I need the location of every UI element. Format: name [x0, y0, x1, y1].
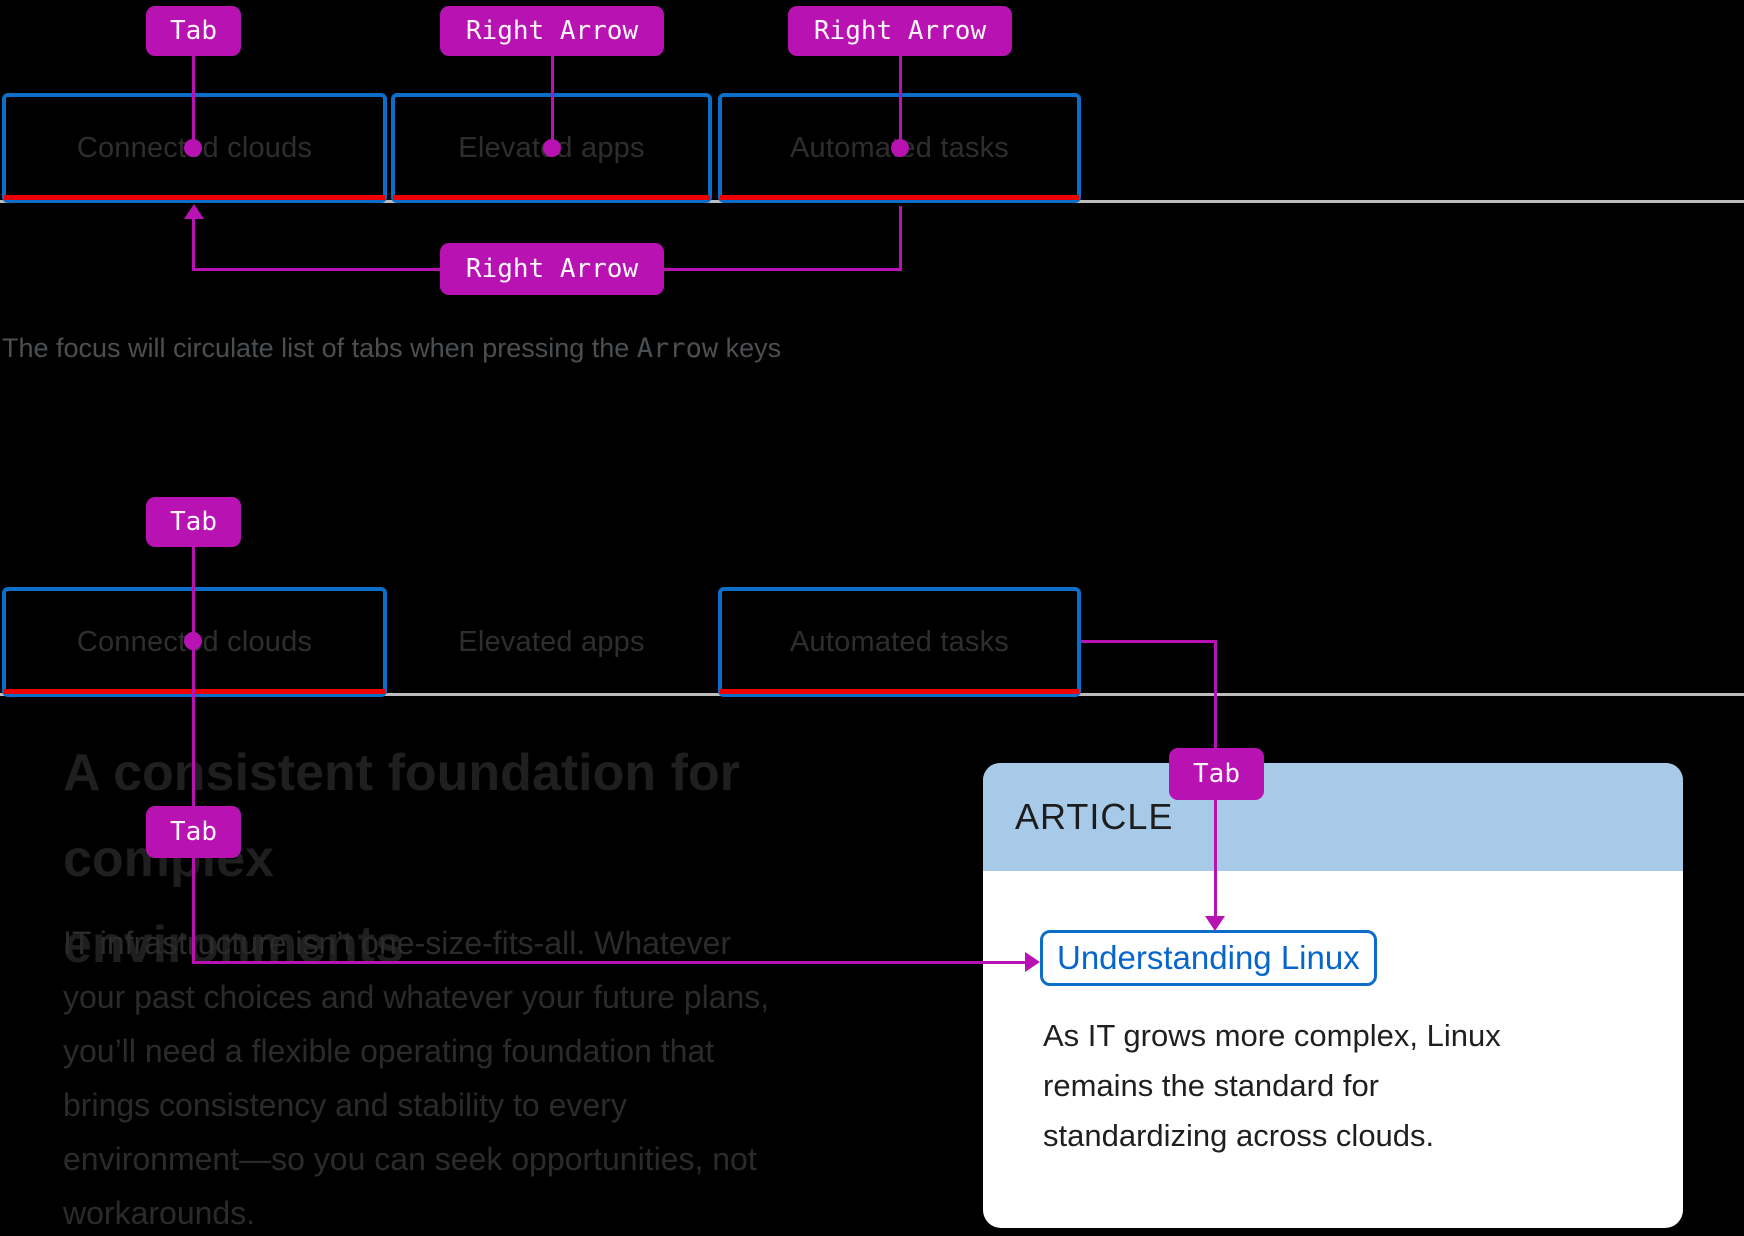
tab-automated-tasks[interactable]: Automated tasks	[718, 587, 1081, 697]
article-summary: As IT grows more complex, Linux remains …	[1043, 1018, 1501, 1153]
arrowhead-right	[1025, 952, 1040, 972]
key-badge-right-arrow: Right Arrow	[440, 6, 664, 56]
key-label: Tab	[170, 507, 217, 537]
key-badge-tab: Tab	[1169, 748, 1264, 800]
arrowhead-up	[184, 204, 204, 219]
arrowhead-down	[1205, 916, 1225, 931]
article-card: ARTICLE Understanding Linux As IT grows …	[983, 763, 1683, 1228]
annotation-line	[899, 56, 902, 140]
annotation-line	[1081, 640, 1217, 643]
caption-key-word: Arrow	[636, 333, 719, 364]
tab-label: Elevated apps	[458, 625, 645, 658]
annotation-line	[192, 641, 195, 964]
annotation-line	[192, 217, 195, 271]
diagram-caption: The focus will circulate list of tabs wh…	[2, 333, 781, 364]
key-label: Tab	[170, 817, 217, 847]
key-label: Right Arrow	[813, 16, 987, 46]
caption-text: keys	[718, 333, 782, 363]
key-badge-tab: Tab	[146, 806, 241, 858]
key-label: Tab	[170, 16, 217, 46]
key-label: Tab	[1193, 759, 1240, 789]
annotation-line	[192, 961, 1026, 964]
key-badge-right-arrow: Right Arrow	[440, 243, 664, 295]
tab-elevated-apps[interactable]: Elevated apps	[391, 587, 712, 697]
article-card-header: ARTICLE	[983, 763, 1683, 871]
key-label: Right Arrow	[465, 254, 639, 284]
tab-label: Automated tasks	[790, 625, 1009, 658]
key-badge-tab: Tab	[146, 497, 241, 547]
understanding-linux-link[interactable]: Understanding Linux	[1040, 930, 1377, 986]
page-paragraph: IT infrastructure isn’t one-size-fits-al…	[63, 925, 770, 1231]
annotation-line	[899, 206, 902, 271]
annotation-line	[551, 56, 554, 140]
annotation-line	[192, 56, 195, 140]
caption-text: The focus will circulate list of tabs wh…	[2, 333, 637, 363]
focus-dot	[184, 632, 202, 650]
focus-dot	[184, 139, 202, 157]
focus-dot	[543, 139, 561, 157]
annotation-line	[192, 547, 195, 633]
key-label: Right Arrow	[465, 16, 639, 46]
article-eyebrow: ARTICLE	[1015, 796, 1174, 837]
focus-dot	[891, 139, 909, 157]
key-badge-tab: Tab	[146, 6, 241, 56]
key-badge-right-arrow: Right Arrow	[788, 6, 1012, 56]
